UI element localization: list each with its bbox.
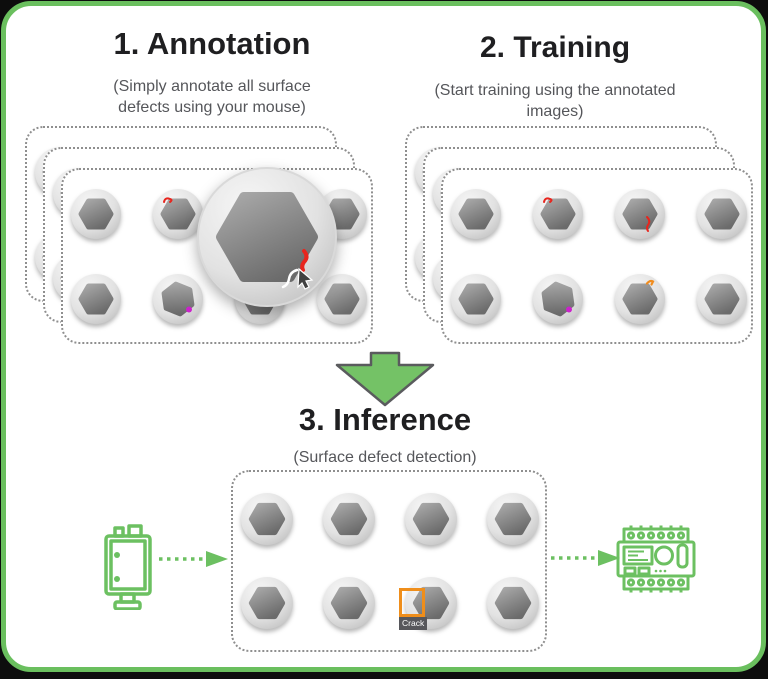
terminal-pins-bottom (626, 578, 686, 593)
inference-image-card: Crack (231, 470, 547, 652)
crack-bounding-box (399, 588, 425, 617)
down-arrow-icon (335, 351, 435, 407)
bolt-image (71, 274, 121, 324)
step3-title: 3. Inference (298, 402, 472, 437)
bolt-image (317, 274, 367, 324)
bolt-image (615, 274, 665, 324)
camera-icon (104, 524, 152, 610)
bolt-image (405, 493, 457, 545)
bolt-image (153, 274, 203, 324)
bolt-image (451, 189, 501, 239)
step1-subtitle: (Simply annotate all surface defects usi… (113, 78, 311, 117)
annotation-image-stack (25, 126, 375, 346)
step2-title: 2. Training (479, 31, 631, 64)
step2-subtitle: (Start training using the annotated imag… (434, 82, 676, 121)
dotted-arrow-icon (159, 551, 228, 567)
bolt-image (323, 493, 375, 545)
magnifier-zoomed-bolt (197, 167, 337, 307)
bolt-image (451, 274, 501, 324)
bolt-image (697, 189, 747, 239)
training-image-card (441, 168, 753, 344)
bolt-image (487, 493, 539, 545)
bolt-image (487, 577, 539, 629)
bolt-image (533, 274, 583, 324)
inference-image-panel: Crack (231, 470, 547, 652)
controller-icon (616, 525, 696, 593)
bolt-image (241, 577, 293, 629)
crack-label: Crack (399, 617, 428, 630)
dotted-arrow-icon (551, 550, 620, 566)
bolt-image (323, 577, 375, 629)
bolt-image (533, 189, 583, 239)
training-image-stack (405, 126, 755, 346)
bolt-image (71, 189, 121, 239)
step1-title: 1. Annotation (113, 26, 311, 61)
bolt-image (241, 493, 293, 545)
mouse-cursor-icon (297, 267, 314, 290)
step3-subtitle: (Surface defect detection) (293, 449, 477, 466)
bolt-image (153, 189, 203, 239)
bolt-image (697, 274, 747, 324)
crack-line-white (281, 268, 299, 289)
bolt-image (615, 189, 665, 239)
terminal-pins-top (626, 525, 686, 540)
crack-annotation-red (300, 249, 309, 272)
